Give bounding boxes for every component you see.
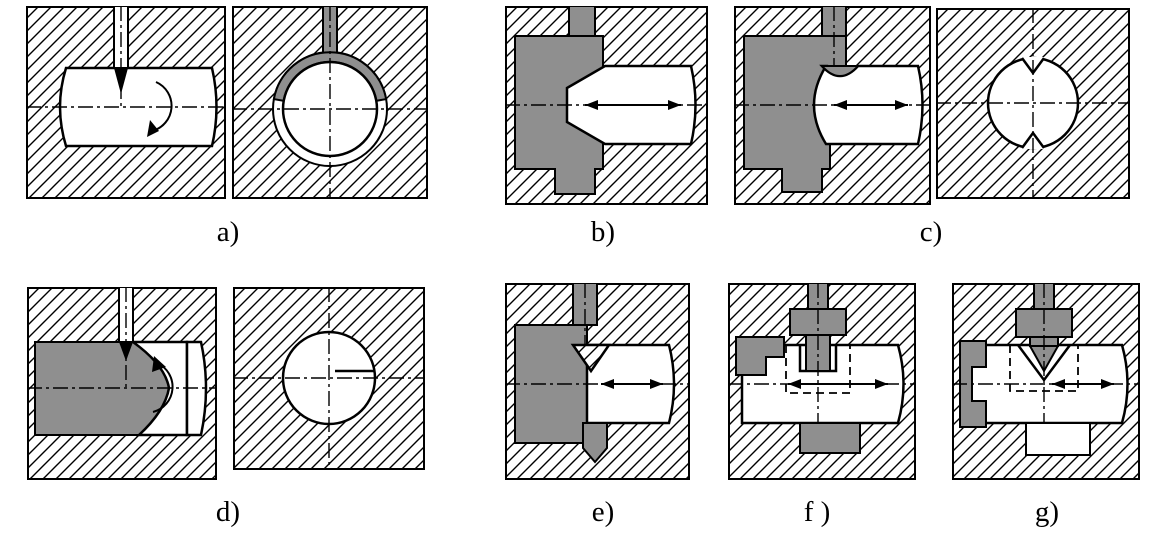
panel-g-v-groove xyxy=(952,283,1140,480)
panel-d-end-view xyxy=(233,287,425,470)
screw-cone-section xyxy=(570,343,612,374)
hub-window-bottom xyxy=(1025,422,1091,456)
screw-tip-seat xyxy=(819,65,861,77)
shaft-flat-cut xyxy=(129,340,189,437)
arrowhead-left xyxy=(834,100,847,110)
arrowhead-left xyxy=(585,100,598,110)
label-g: g) xyxy=(1034,496,1060,528)
arrowhead-right xyxy=(1101,379,1114,389)
arrowhead-left xyxy=(1052,379,1065,389)
hub-boss-bottom xyxy=(799,422,861,454)
arrowhead-left xyxy=(788,379,801,389)
panel-a-side-view xyxy=(26,6,226,199)
rotation-arrowhead xyxy=(152,356,166,372)
arrowhead-right xyxy=(668,100,681,110)
panel-c-end-view xyxy=(936,8,1130,199)
hub-step xyxy=(735,336,785,376)
panel-f-dog-point xyxy=(728,283,916,480)
label-f: f ) xyxy=(803,496,831,528)
panel-d-side-view xyxy=(27,287,217,480)
arrowhead-right xyxy=(875,379,888,389)
shaft xyxy=(964,343,1129,425)
lower-screw-tip xyxy=(582,422,608,464)
arrowhead-right xyxy=(650,379,663,389)
screw-cone-point xyxy=(114,68,128,94)
rotation-arrowhead xyxy=(147,120,159,137)
label-e: e) xyxy=(591,496,615,528)
label-d: d) xyxy=(215,496,241,528)
label-a: a) xyxy=(216,216,240,248)
hub-step xyxy=(959,340,987,428)
panel-a-end-view xyxy=(232,6,428,199)
panel-b-cone-end xyxy=(505,6,708,205)
rotation-arrow xyxy=(151,81,173,132)
screw-shank xyxy=(568,6,596,37)
label-b: b) xyxy=(590,216,616,248)
arrowhead-left xyxy=(601,379,614,389)
panel-e-cone-point xyxy=(505,283,690,480)
arrowhead-right xyxy=(895,100,908,110)
panel-c-side-view xyxy=(734,6,931,205)
label-c: c) xyxy=(919,216,943,248)
